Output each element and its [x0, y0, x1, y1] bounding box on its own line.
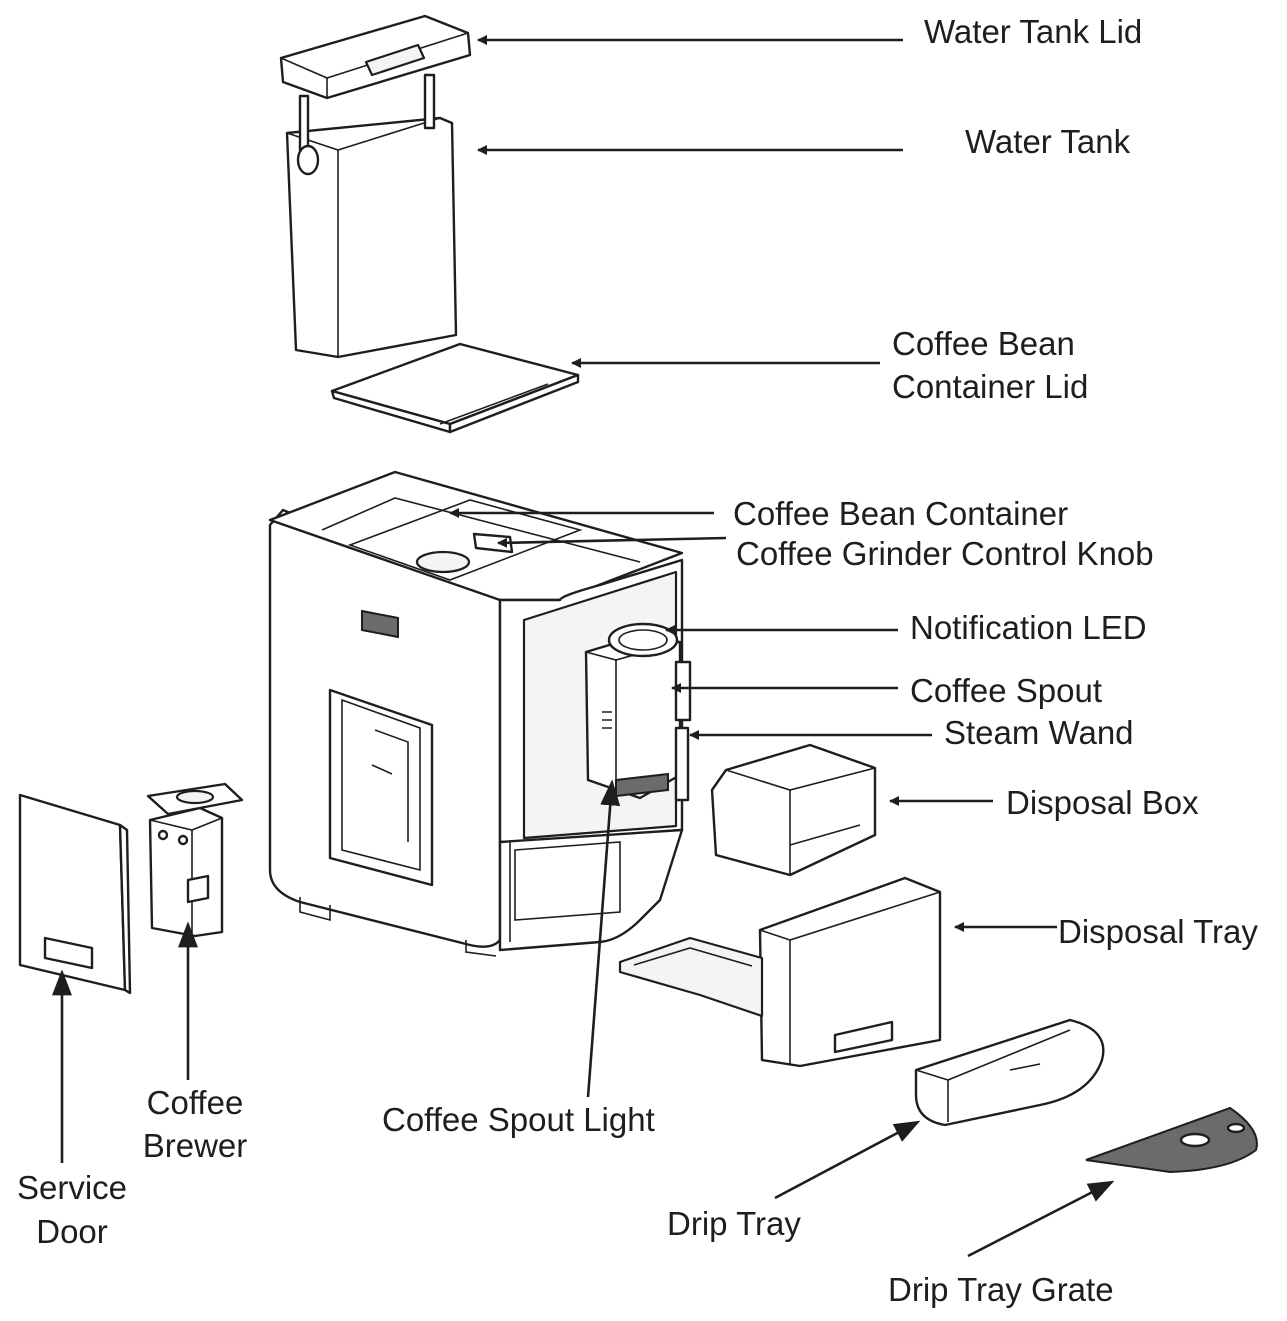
- label-coffee-bean-container: Coffee Bean Container: [733, 495, 1069, 532]
- disposal-box-drawing: [710, 743, 877, 877]
- label-coffee-spout-light: Coffee Spout Light: [382, 1101, 655, 1138]
- arrow-drip-tray-grate: [967, 1180, 1115, 1258]
- coffee-spout-drawing: [584, 622, 692, 802]
- label-water-tank: Water Tank: [965, 123, 1131, 160]
- label-coffee-spout: Coffee Spout: [910, 672, 1103, 709]
- label-coffee-bean-container-lid-line2: Container Lid: [892, 368, 1089, 405]
- label-water-tank-lid: Water Tank Lid: [924, 13, 1143, 50]
- label-drip-tray-grate: Drip Tray Grate: [888, 1271, 1114, 1308]
- label-drip-tray: Drip Tray: [667, 1205, 801, 1242]
- coffee-bean-container-lid-drawing: [330, 342, 580, 434]
- arrow-coffee-grinder-control-knob: [497, 536, 727, 548]
- label-coffee-brewer-line2: Brewer: [142, 1127, 248, 1164]
- label-coffee-grinder-control-knob: Coffee Grinder Control Knob: [736, 535, 1154, 572]
- water-tank-lid-drawing: [279, 14, 472, 100]
- label-coffee-bean-container-lid-line1: Coffee Bean: [892, 325, 1075, 362]
- label-service-door-line2: Door: [36, 1213, 108, 1250]
- label-notification-led: Notification LED: [910, 609, 1147, 646]
- drip-tray-drawing: [914, 1018, 1105, 1127]
- service-door-drawing: [18, 793, 132, 995]
- arrow-coffee-spout-light: [586, 779, 621, 1098]
- drip-tray-grate-drawing: [1085, 1106, 1258, 1174]
- label-steam-wand: Steam Wand: [944, 714, 1134, 751]
- coffee-brewer-drawing: [146, 782, 244, 938]
- leader-lines: [52, 35, 1115, 1258]
- label-disposal-box: Disposal Box: [1006, 784, 1199, 821]
- label-coffee-brewer-line1: Coffee: [146, 1084, 244, 1121]
- label-service-door-line1: Service: [16, 1169, 128, 1206]
- water-tank-drawing: [285, 73, 458, 359]
- label-disposal-tray: Disposal Tray: [1058, 913, 1258, 950]
- disposal-tray-drawing: [618, 876, 942, 1068]
- arrow-drip-tray: [774, 1120, 921, 1200]
